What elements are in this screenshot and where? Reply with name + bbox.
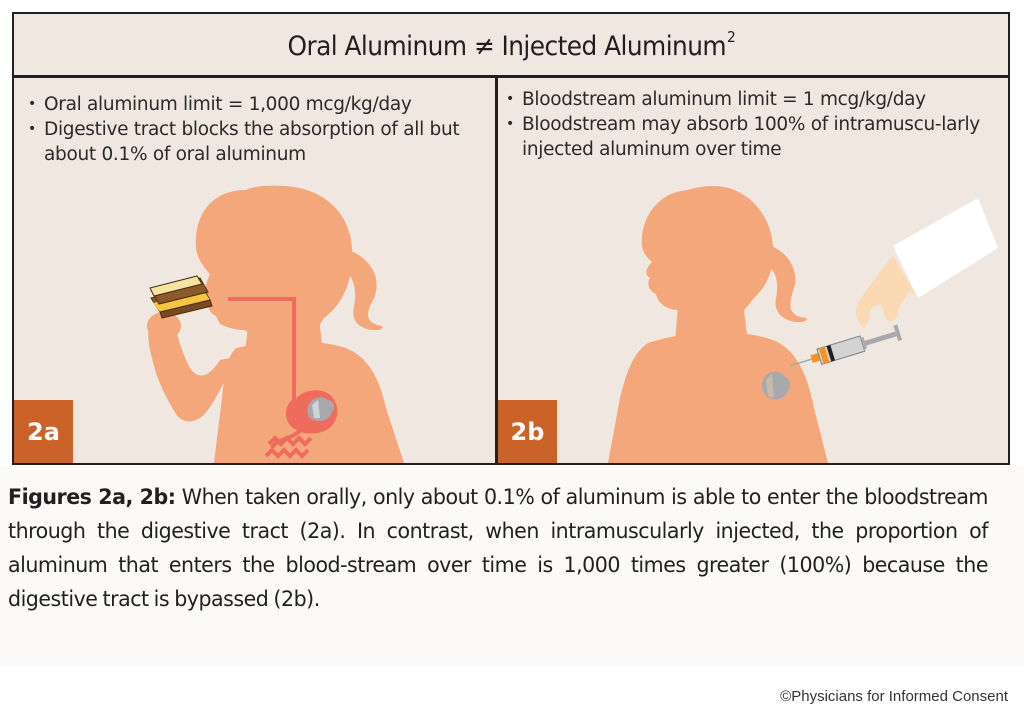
bullet-item: •Oral aluminum limit = 1,000 mcg/kg/day: [28, 94, 412, 115]
syringe-icon: [790, 324, 902, 367]
girl-silhouette-icon: [147, 185, 404, 463]
copyright-notice: ©Physicians for Informed Consent: [780, 688, 1008, 705]
figure-box: Oral Aluminum ≠ Injected Aluminum2 •Oral…: [12, 12, 1010, 465]
figure-caption: Figures 2a, 2b: When taken orally, only …: [0, 466, 1024, 666]
figure-header: Oral Aluminum ≠ Injected Aluminum2: [14, 14, 1008, 78]
panel-2a-bullets: •Oral aluminum limit = 1,000 mcg/kg/day …: [26, 92, 495, 167]
bullet-icon: •: [506, 91, 514, 107]
caption-body: When taken orally, only about 0.1% of al…: [8, 485, 988, 611]
girl-eating-sandwich-illustration: [147, 185, 404, 463]
panel-2a-badge: 2a: [14, 400, 73, 463]
bullet-item: •Digestive tract blocks the absorption o…: [28, 119, 460, 165]
citation-superscript: 2: [726, 27, 736, 46]
caption-lead: Figures 2a, 2b:: [8, 485, 176, 509]
bullet-icon: •: [28, 121, 36, 137]
panel-2b-bullets: •Bloodstream aluminum limit = 1 mcg/kg/d…: [504, 87, 1008, 162]
caption-text: Figures 2a, 2b: When taken orally, only …: [8, 480, 988, 616]
panel-2b-badge: 2b: [498, 400, 557, 463]
bullet-item: •Bloodstream aluminum limit = 1 mcg/kg/d…: [506, 89, 926, 110]
girl-silhouette-icon: [608, 186, 828, 463]
hand-icon: [856, 256, 918, 328]
panel-2b: •Bloodstream aluminum limit = 1 mcg/kg/d…: [498, 78, 1008, 463]
panel-2a: •Oral aluminum limit = 1,000 mcg/kg/day …: [14, 78, 498, 463]
figure-title: Oral Aluminum ≠ Injected Aluminum2: [287, 27, 736, 62]
bullet-icon: •: [28, 96, 36, 112]
sandwich-icon: [149, 275, 213, 319]
doctor-sleeve-icon: [893, 198, 998, 298]
girl-injection-illustration: [608, 186, 998, 463]
aluminum-particles-icon: [307, 397, 335, 422]
bullet-item: •Bloodstream may absorb 100% of intramus…: [506, 114, 980, 160]
bullet-icon: •: [506, 116, 514, 132]
aluminum-particles-icon: [762, 371, 791, 400]
